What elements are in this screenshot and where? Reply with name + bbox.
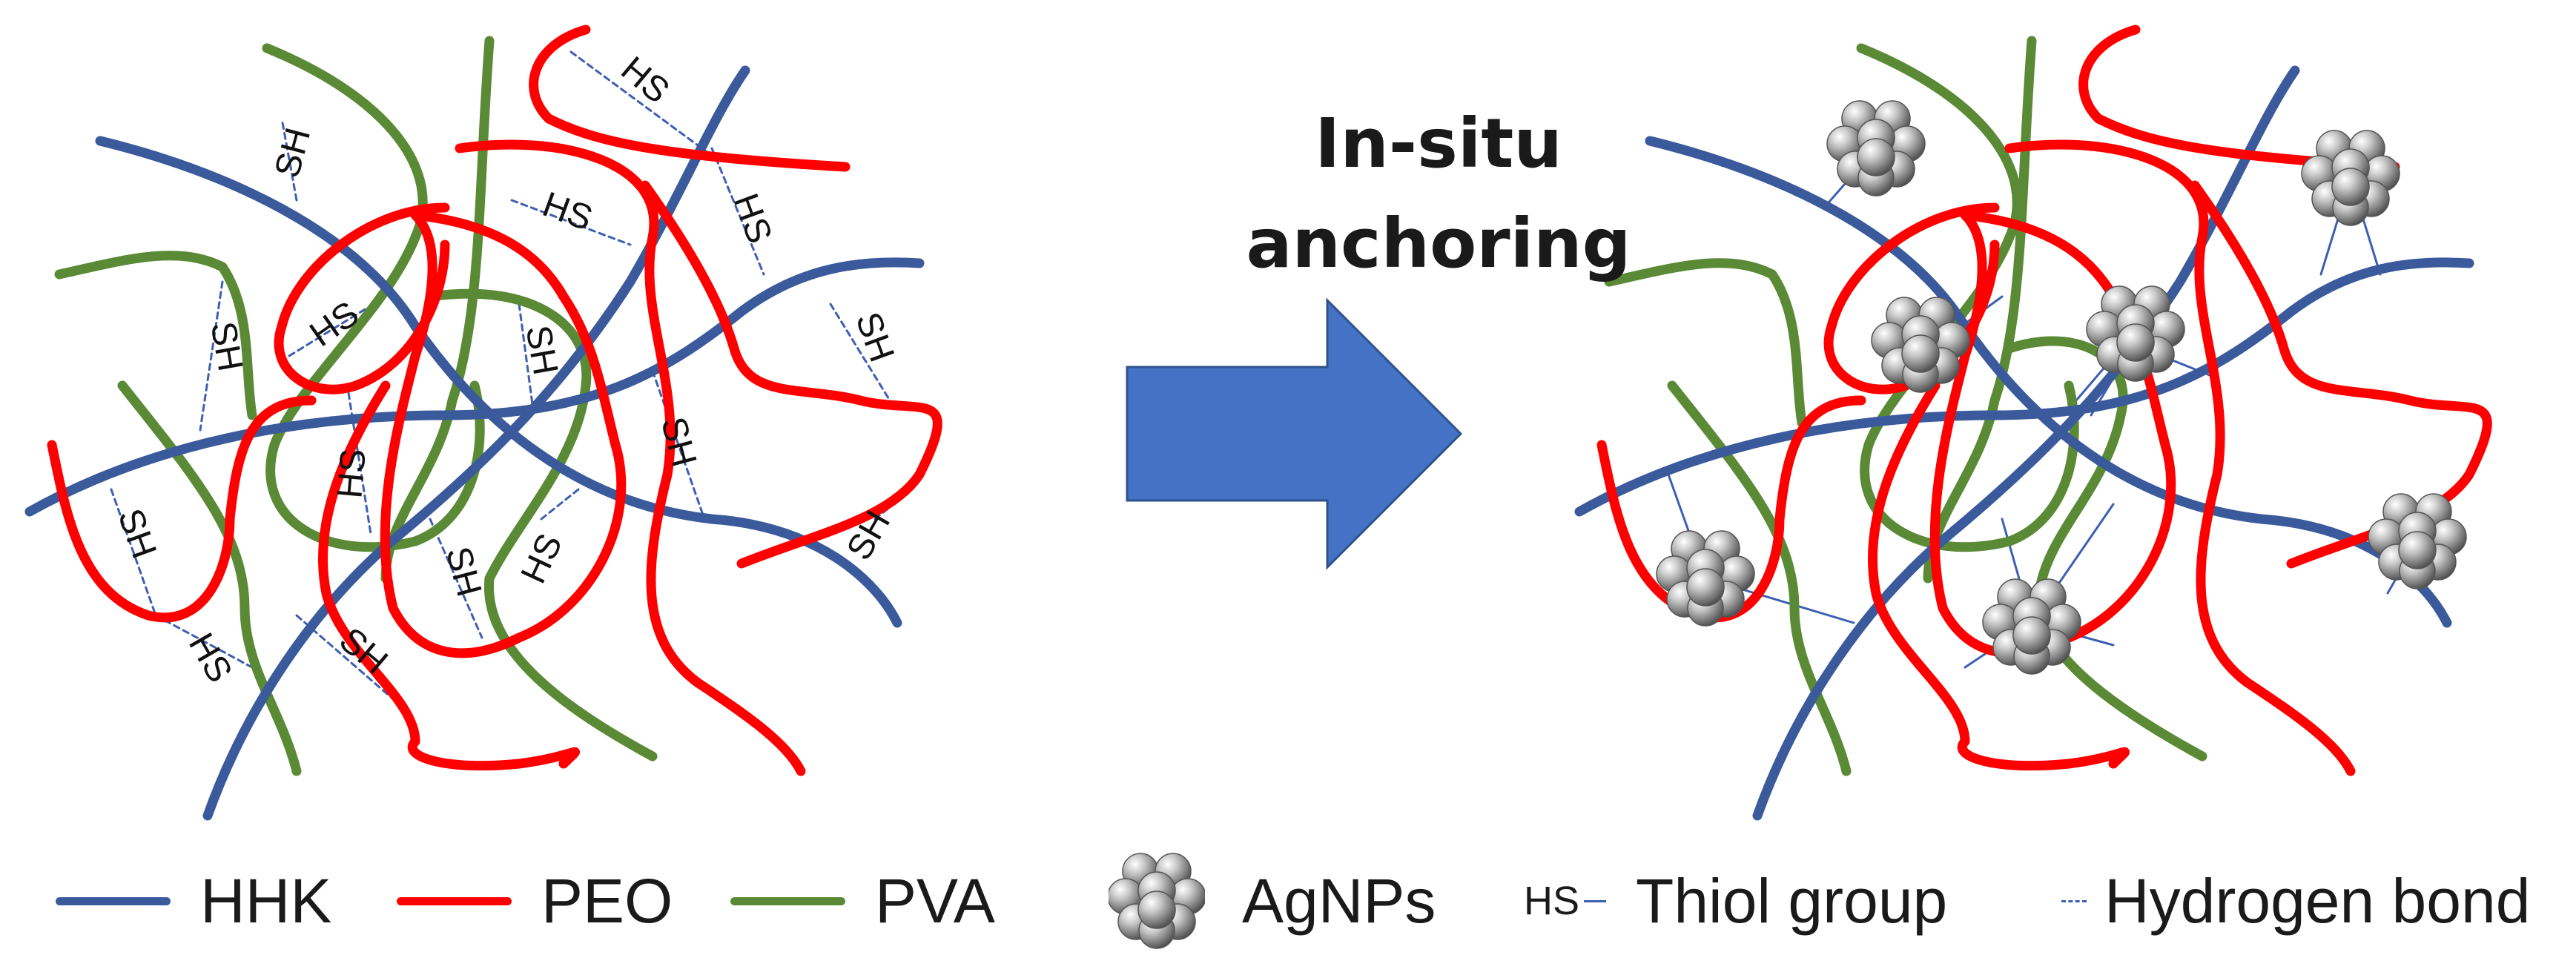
- hhk-chains-left: [24, 65, 925, 821]
- legend-agnps: AgNPs: [1109, 853, 1436, 949]
- thiol-label: SH: [518, 323, 565, 378]
- thiol-label: SH: [653, 413, 704, 471]
- thiol-label: HS: [725, 188, 779, 248]
- legend-label: Hydrogen bond: [2104, 865, 2531, 936]
- hydrogen-bond-swatch: [2061, 899, 2087, 902]
- thiol-label: SH: [848, 307, 902, 367]
- thiol-label: SH: [268, 124, 318, 182]
- thiol-bond-swatch: [1584, 899, 1607, 902]
- hhk-chains-right: [1574, 65, 2474, 821]
- legend-pva: PVA: [730, 853, 995, 949]
- legend-thiol: HS Thiol group: [1524, 853, 1947, 949]
- legend-hhk: HHK: [56, 853, 331, 949]
- thiol-label: SH: [202, 319, 250, 374]
- thiol-label: HS: [613, 49, 676, 110]
- legend-label: Thiol group: [1636, 865, 1948, 936]
- peo-chains-left: [47, 24, 942, 776]
- pva-swatch: [730, 896, 845, 905]
- hydrogen-bonds-left: [110, 50, 914, 713]
- right-polymer-network: [1574, 24, 2492, 821]
- legend-label: HHK: [200, 865, 332, 936]
- thiol-label: SH: [438, 543, 489, 601]
- hhk-swatch: [56, 896, 171, 905]
- thiol-label: HS: [538, 185, 598, 239]
- thiol-label: HS: [303, 294, 366, 354]
- left-polymer-network: SH HS HS HS SH HS SH SH SH SH HS SH SH H…: [24, 24, 942, 821]
- right-arrow-icon: [1126, 297, 1463, 570]
- legend-label: PVA: [875, 865, 995, 936]
- thiol-label: HS: [330, 447, 374, 500]
- thiol-label: HS: [514, 528, 570, 589]
- thiol-symbol: HS: [1524, 879, 1580, 923]
- thiol-label: SH: [110, 503, 164, 564]
- peo-swatch: [397, 896, 512, 905]
- arrow-label-line1: In-situ: [1315, 104, 1562, 183]
- legend-label: AgNPs: [1242, 865, 1436, 936]
- legend-label: PEO: [541, 865, 673, 936]
- arrow-label-line2: anchoring: [1246, 204, 1631, 283]
- legend-hydrogen-bond: Hydrogen bond: [2061, 853, 2530, 949]
- thiol-label: SH: [839, 504, 898, 566]
- silver-nanoparticle-icon: [1109, 853, 1205, 949]
- thiol-label: HS: [181, 627, 240, 689]
- legend-peo: PEO: [397, 853, 673, 949]
